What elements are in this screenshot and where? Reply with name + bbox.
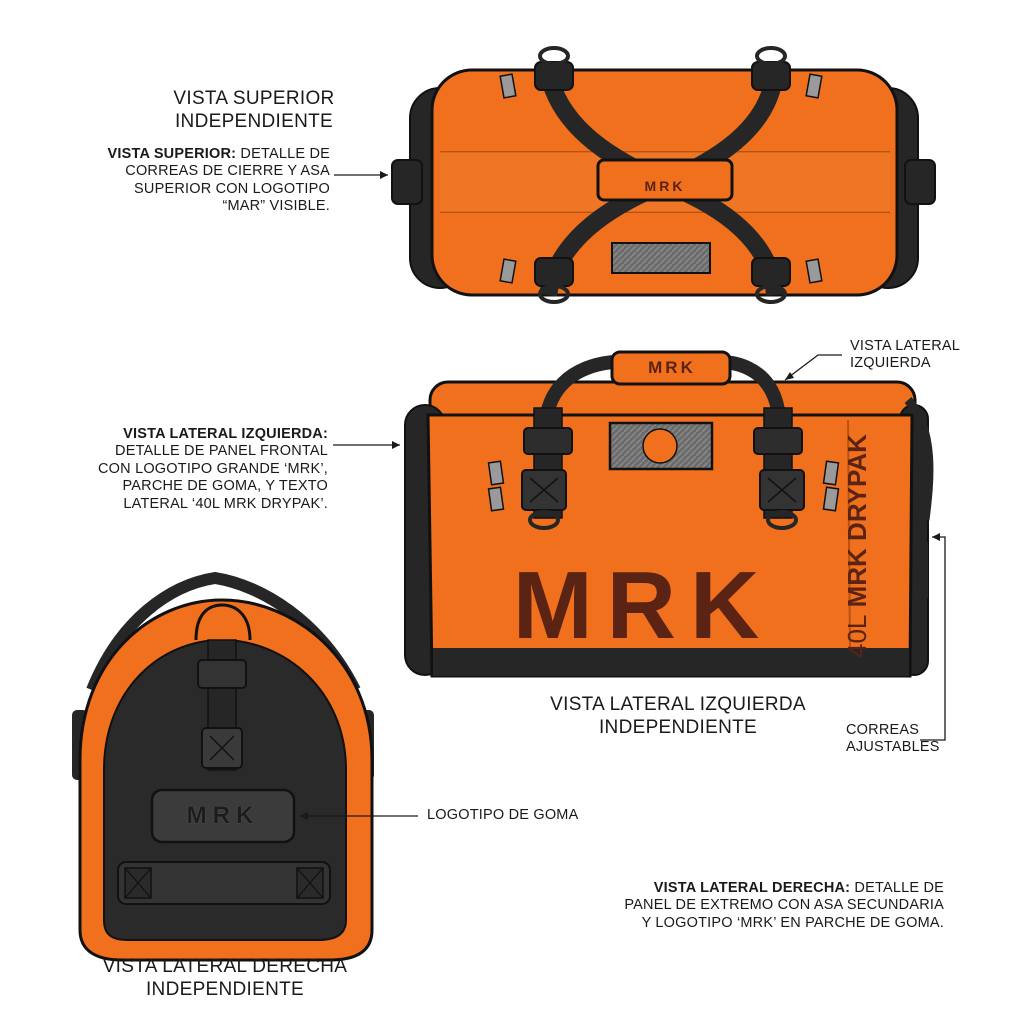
adjustable-straps-line2: AJUSTABLES: [846, 739, 940, 756]
left-view-title: VISTA LATERAL IZQUIERDA INDEPENDIENTE: [526, 694, 830, 740]
left-view-callout-line1: VISTA LATERAL: [850, 338, 961, 354]
left-handle-logo: MRK: [648, 358, 696, 377]
top-view-title: VISTA SUPERIOR INDEPENDIENTE: [156, 88, 352, 134]
top-view-note-line2: CORREAS DE CIERRE Y ASA: [125, 163, 330, 180]
top-view-note-line4: “MAR” VISIBLE.: [222, 198, 330, 215]
rubber-patch-logo: MRK: [186, 802, 260, 829]
side-drypak-text: 40L MRK DRYPAK: [842, 434, 882, 658]
adjustable-straps-line1: CORREAS: [846, 722, 920, 738]
right-view-title-line2: INDEPENDIENTE: [145, 978, 305, 1000]
right-view-title: VISTA LATERAL DERECHA INDEPENDIENTE: [90, 956, 360, 1002]
right-view-note-line2: PANEL DE EXTREMO CON ASA SECUNDARIA: [624, 897, 944, 914]
left-view-note-bold: VISTA LATERAL IZQUIERDA:: [123, 426, 328, 442]
top-view-note: VISTA SUPERIOR: DETALLE DE CORREAS DE CI…: [80, 146, 330, 216]
left-view-note-line3: PARCHE DE GOMA, Y TEXTO: [122, 478, 328, 495]
rubber-logo-label: LOGOTIPO DE GOMA: [427, 807, 579, 823]
right-view-note-line3: Y LOGOTIPO ‘MRK’ EN PARCHE DE GOMA.: [641, 914, 944, 931]
top-view-note-bold: VISTA SUPERIOR:: [107, 146, 237, 162]
right-view-title-line1: VISTA LATERAL DERECHA: [102, 956, 348, 977]
left-view-title-line1: VISTA LATERAL IZQUIERDA: [550, 694, 806, 715]
top-view-bag: [334, 46, 936, 304]
side-capacity-text: 40L: [842, 614, 872, 658]
adjustable-straps-label: CORREAS AJUSTABLES: [846, 722, 966, 757]
right-view-bag: [72, 571, 418, 962]
top-view-note-line1: DETALLE DE: [240, 146, 330, 162]
left-view-note-line2: CON LOGOTIPO GRANDE ‘MRK’,: [98, 460, 328, 477]
left-view-note-line1: DETALLE DE PANEL FRONTAL: [115, 443, 328, 460]
side-brand-text: MRK DRYPAK: [842, 434, 872, 608]
right-view-note-bold: VISTA LATERAL DERECHA:: [653, 880, 851, 896]
top-view-title-line1: VISTA SUPERIOR: [173, 88, 335, 109]
big-front-logo: MRK: [512, 552, 774, 659]
left-view-callout: VISTA LATERAL IZQUIERDA: [850, 338, 1010, 373]
right-view-note-line1: DETALLE DE: [854, 880, 944, 896]
top-view-title-line2: INDEPENDIENTE: [174, 110, 334, 132]
left-view-callout-line2: IZQUIERDA: [850, 355, 931, 372]
left-view-title-line2: INDEPENDIENTE: [598, 716, 758, 738]
left-view-note: VISTA LATERAL IZQUIERDA: DETALLE DE PANE…: [60, 426, 328, 513]
left-view-bag: [333, 350, 946, 741]
top-view-note-line3: SUPERIOR CON LOGOTIPO: [134, 180, 330, 197]
right-view-note: VISTA LATERAL DERECHA: DETALLE DE PANEL …: [560, 880, 944, 932]
top-handle-logo: MRK: [644, 178, 686, 194]
left-view-note-line4: LATERAL ‘40L MRK DRYPAK’.: [123, 495, 328, 512]
